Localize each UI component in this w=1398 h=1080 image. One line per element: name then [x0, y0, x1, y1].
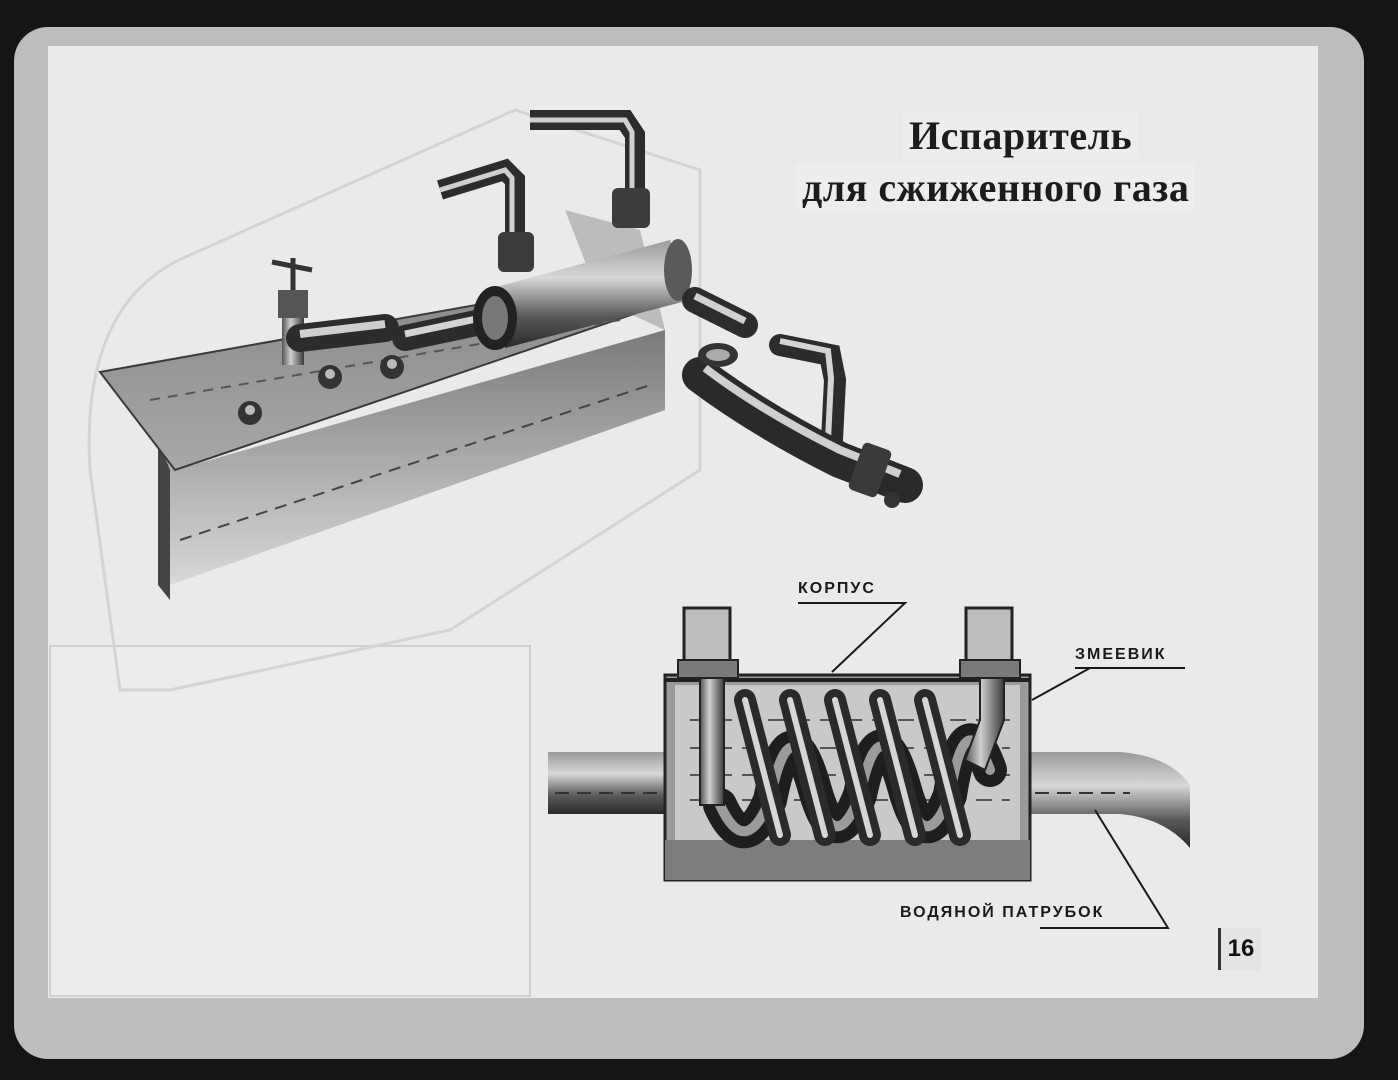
radiator-side: [158, 440, 170, 600]
page-number: 16: [1218, 928, 1261, 970]
label-body: КОРПУС: [798, 580, 876, 597]
title-line-1: Испаритель: [903, 112, 1139, 159]
hose-segment: [682, 287, 758, 338]
paper-patch: [49, 645, 531, 997]
title-line-2: для сжиженного газа: [796, 164, 1196, 211]
water-hose: [682, 357, 923, 503]
inlet-pipe-left: [437, 158, 534, 272]
label-water-pipe: ВОДЯНОЙ ПАТРУБОК: [900, 904, 1105, 921]
coil-riser-left: [677, 606, 739, 806]
inlet-pipe-right: [530, 110, 650, 228]
coil: [703, 689, 1007, 849]
evaporator-cylinder: [473, 239, 692, 350]
label-coil: ЗМЕЕВИК: [1075, 646, 1167, 663]
coil-riser-right: [959, 606, 1021, 772]
plate-nuts: [238, 355, 404, 425]
leader-lines: [798, 602, 1185, 929]
water-pipe-right: [1025, 752, 1190, 848]
radiator-front: [158, 330, 665, 585]
